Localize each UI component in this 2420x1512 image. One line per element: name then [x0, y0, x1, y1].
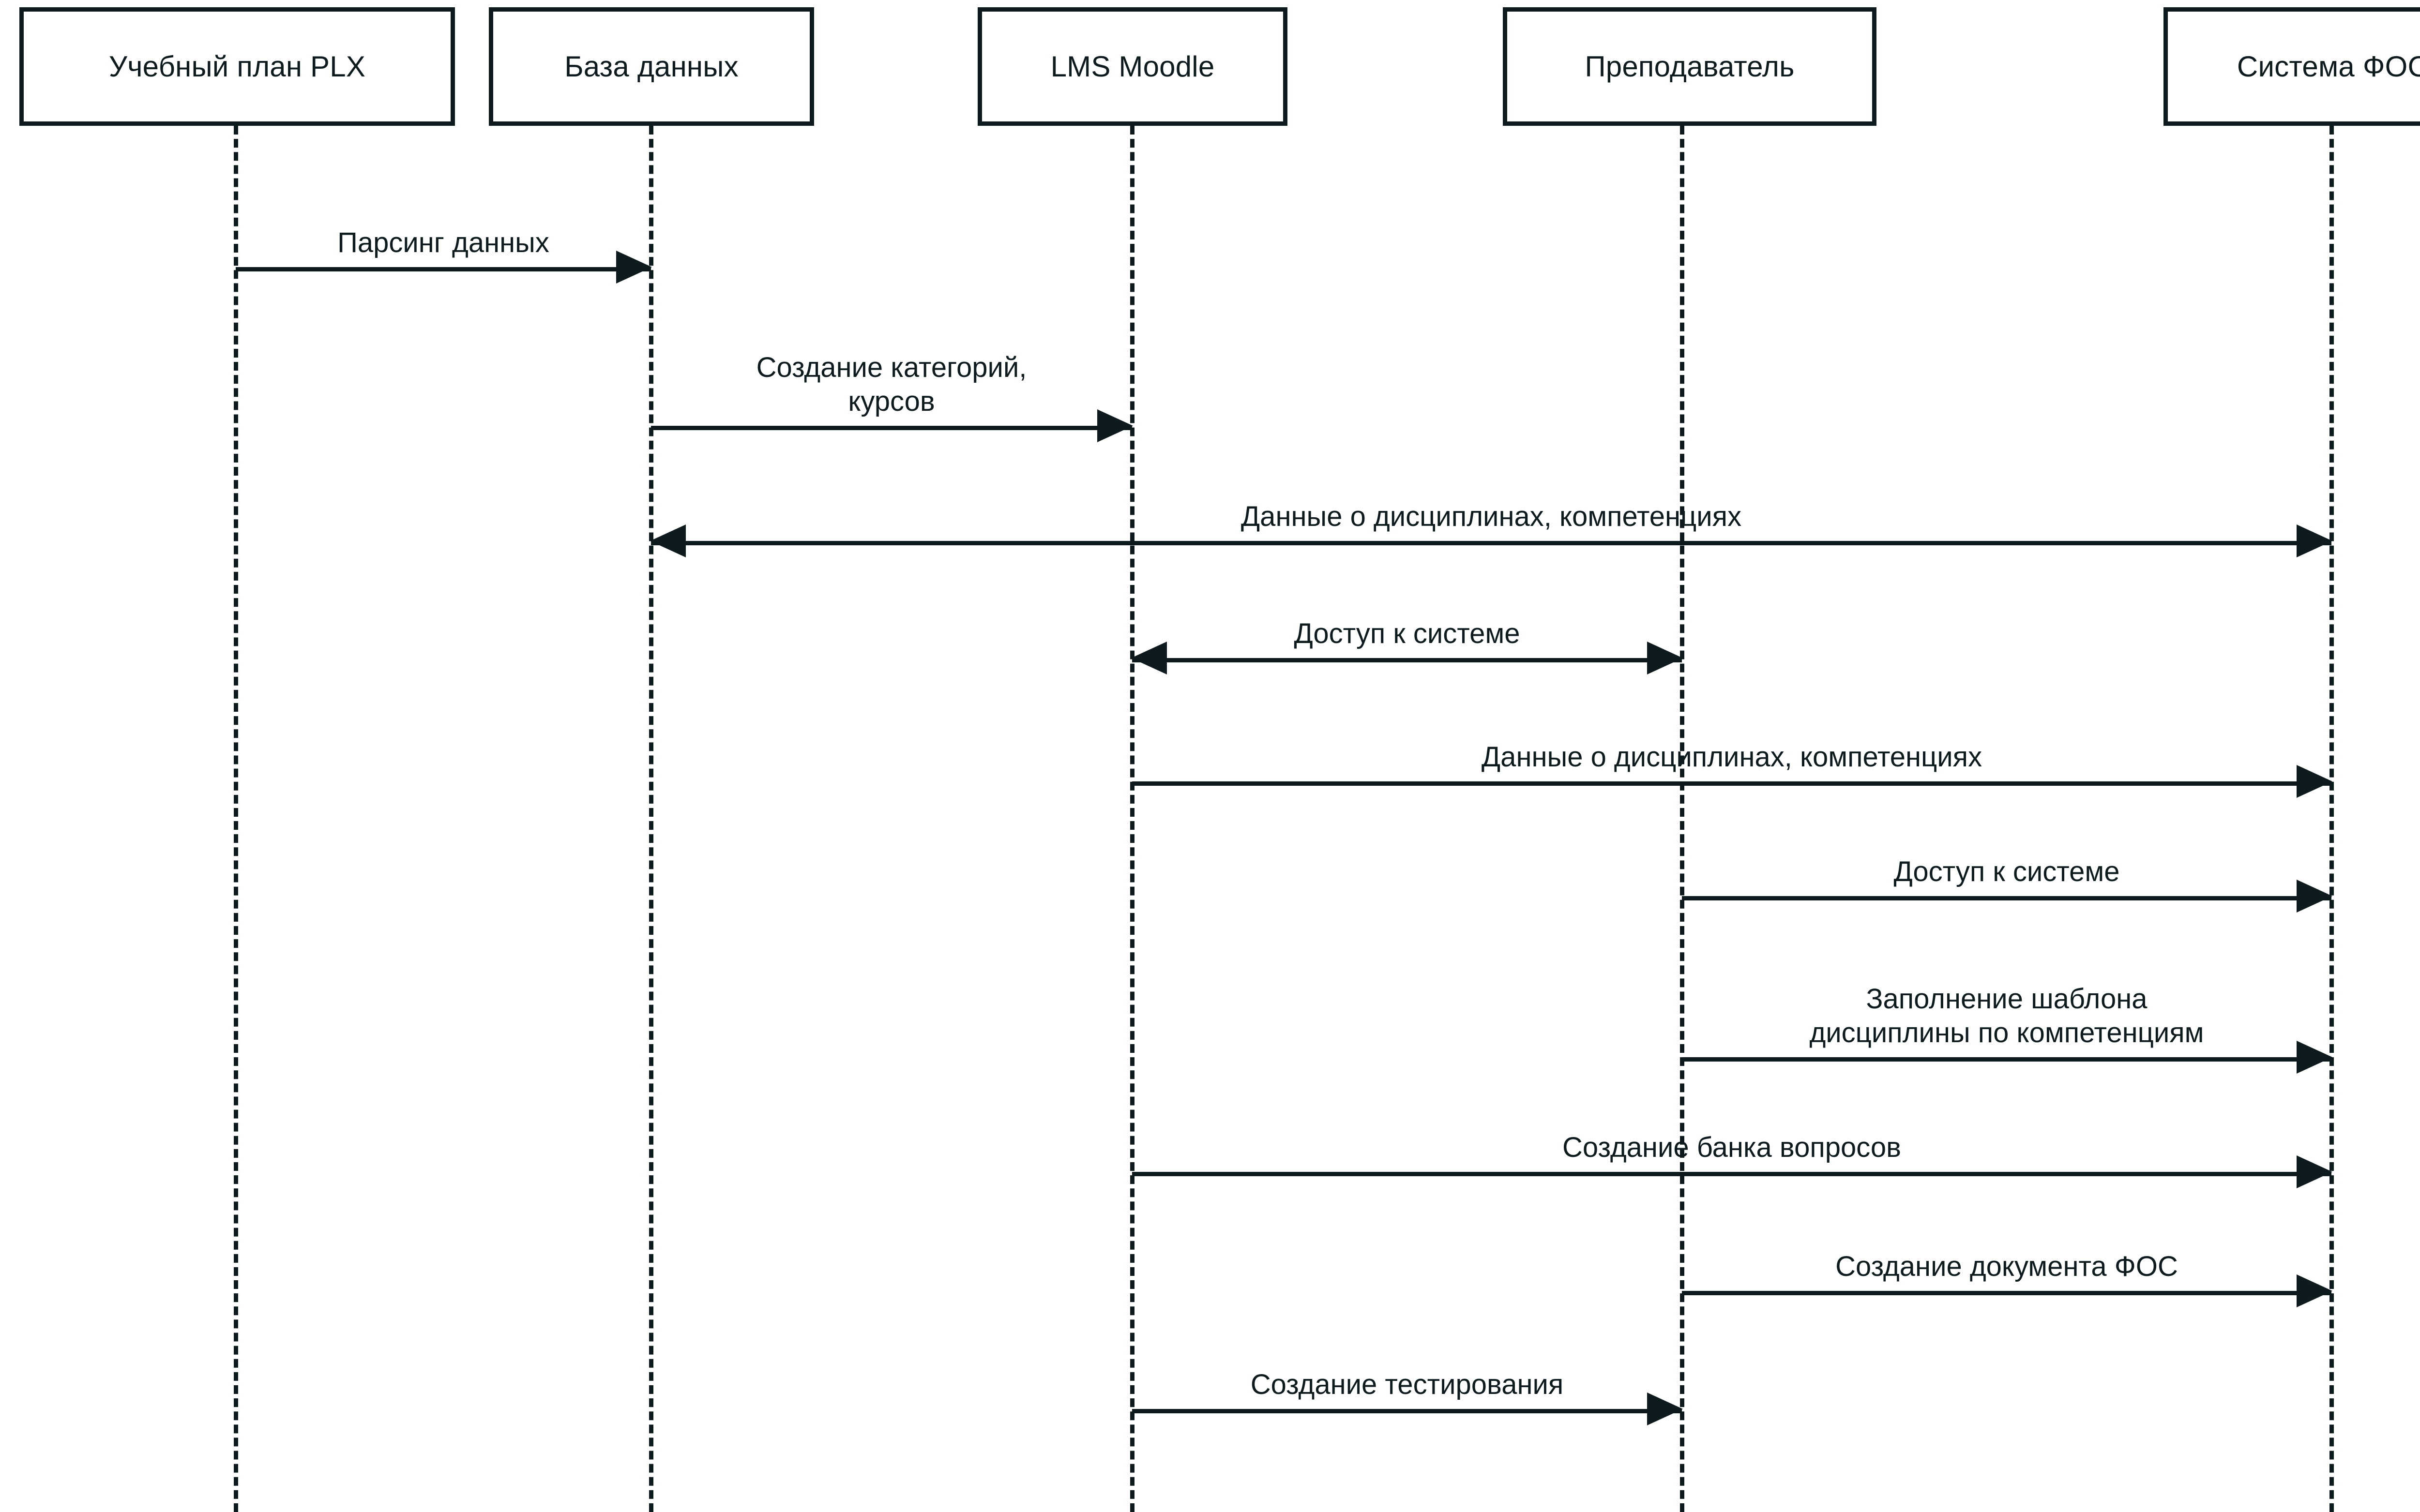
message-label: Данные о дисциплинах, компетенциях	[1240, 501, 1742, 533]
arrowhead-right-icon	[1647, 1392, 1683, 1425]
lifeline-teacher	[1680, 126, 1684, 1512]
message-label: Данные о дисциплинах, компетенциях	[1481, 741, 1982, 773]
message-line	[1682, 896, 2331, 900]
lifeline-db	[649, 126, 653, 1512]
arrowhead-right-icon	[2297, 765, 2332, 798]
message-line	[1132, 781, 2331, 786]
arrowhead-right-icon	[2297, 880, 2332, 913]
message-label: Доступ к системе	[1294, 618, 1520, 650]
message-line	[651, 541, 2331, 545]
lifeline-moodle	[1130, 126, 1134, 1512]
participant-label: Система ФОС	[2237, 50, 2420, 83]
message-label: Доступ к системе	[1893, 856, 2120, 888]
arrowhead-right-icon	[1097, 409, 1133, 442]
message-line	[1682, 1291, 2331, 1295]
participant-moodle[interactable]: LMS Moodle	[978, 7, 1287, 126]
lifeline-plx	[234, 126, 238, 1512]
arrowhead-right-icon	[2297, 524, 2332, 557]
message-label: Заполнение шаблона дисциплины по компете…	[1809, 983, 2204, 1049]
message-line	[651, 426, 1132, 430]
arrowhead-right-icon	[2297, 1155, 2332, 1188]
arrowhead-right-icon	[1647, 642, 1683, 674]
participant-teacher[interactable]: Преподаватель	[1503, 7, 1876, 126]
participant-plx[interactable]: Учебный план PLX	[19, 7, 455, 126]
arrowhead-left-icon	[1131, 642, 1167, 674]
arrowhead-left-icon	[650, 524, 686, 557]
arrowhead-right-icon	[2297, 1041, 2332, 1074]
arrowhead-right-icon	[616, 251, 652, 284]
message-label: Создание категорий, курсов	[756, 351, 1027, 418]
message-line	[236, 267, 651, 271]
participant-label: LMS Moodle	[1050, 50, 1215, 83]
message-line	[1132, 1409, 1682, 1413]
message-line	[1682, 1057, 2331, 1062]
message-label: Создание тестирования	[1250, 1369, 1564, 1401]
arrowhead-right-icon	[2297, 1274, 2332, 1307]
participant-db[interactable]: База данных	[489, 7, 814, 126]
message-label: Парсинг данных	[337, 227, 549, 259]
message-line	[1132, 1172, 2331, 1176]
participant-label: База данных	[564, 50, 739, 83]
participant-fos[interactable]: Система ФОС	[2163, 7, 2420, 126]
participant-label: Преподаватель	[1585, 50, 1795, 83]
lifeline-fos	[2329, 126, 2334, 1512]
message-label: Создание документа ФОС	[1835, 1251, 2178, 1283]
participant-label: Учебный план PLX	[108, 50, 366, 83]
message-line	[1132, 658, 1682, 662]
message-label: Создание банка вопросов	[1562, 1132, 1901, 1164]
